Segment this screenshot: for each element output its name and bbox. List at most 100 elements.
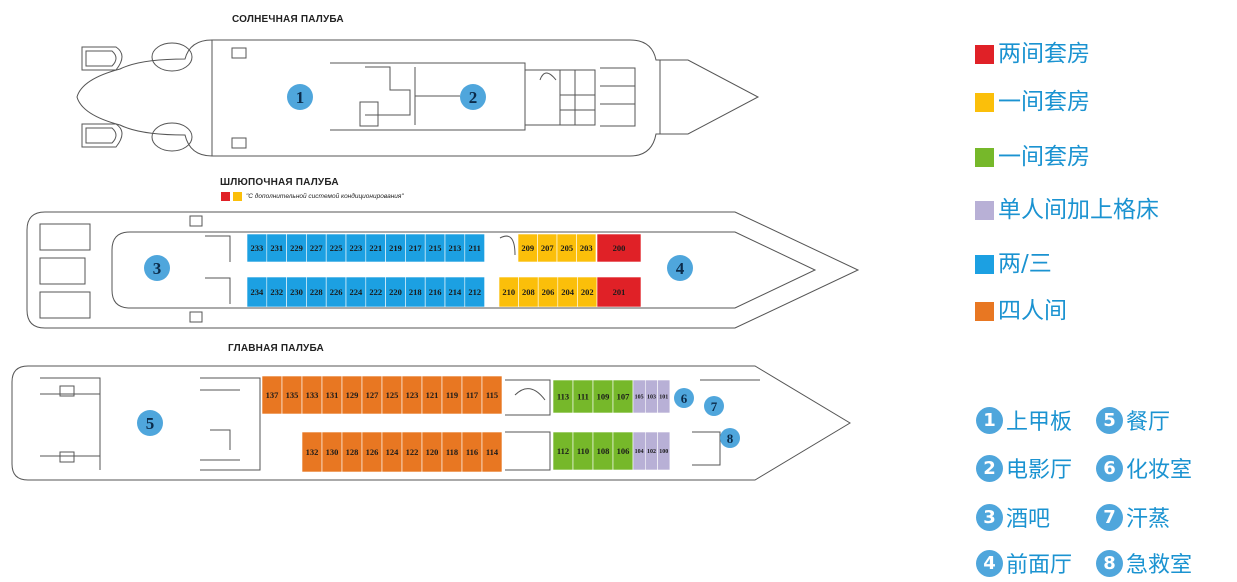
cabin-number: 125 bbox=[386, 390, 399, 400]
cabin-number: 104 bbox=[635, 449, 644, 455]
key-label: 汗蒸 bbox=[1126, 507, 1171, 532]
key-item-3: 3 酒吧 bbox=[976, 501, 1050, 533]
legend-swatch bbox=[975, 200, 994, 220]
key-badge: 8 bbox=[1096, 549, 1123, 577]
cabin-number: 137 bbox=[266, 390, 280, 400]
cabin-number: 132 bbox=[306, 447, 319, 457]
cabin-number: 117 bbox=[466, 390, 479, 400]
cabin-number: 113 bbox=[557, 391, 569, 401]
cabin-number: 230 bbox=[290, 287, 303, 297]
cabin-number: 211 bbox=[469, 243, 481, 253]
legend-swatch bbox=[975, 92, 994, 112]
cabin-number: 231 bbox=[270, 243, 283, 253]
cabin-number: 102 bbox=[647, 449, 656, 455]
cabin-number: 201 bbox=[613, 287, 626, 297]
cabin-number: 234 bbox=[251, 287, 265, 297]
key-item-7: 7 汗蒸 bbox=[1096, 501, 1170, 533]
boat-deck-hull bbox=[26, 211, 860, 329]
marker-number: 7 bbox=[711, 399, 718, 414]
boat-deck-superstructure bbox=[111, 231, 817, 309]
cabin-number: 212 bbox=[468, 287, 481, 297]
legend-item-quad: 四人间 bbox=[975, 297, 1067, 325]
marker-number: 1 bbox=[296, 88, 305, 107]
key-item-6: 6 化妆室 bbox=[1096, 452, 1192, 484]
marker-8 bbox=[720, 428, 740, 448]
cabin-number: 127 bbox=[366, 390, 380, 400]
cabin-number: 130 bbox=[326, 447, 339, 457]
note-red-swatch bbox=[221, 192, 230, 201]
cabin-number: 208 bbox=[522, 287, 535, 297]
cabin-number: 101 bbox=[659, 395, 668, 401]
cabin-number: 133 bbox=[306, 390, 319, 400]
legend-label: 两间套房 bbox=[998, 41, 1090, 67]
cabin-201 bbox=[596, 276, 642, 308]
key-badge: 2 bbox=[976, 454, 1003, 482]
cabin-number: 213 bbox=[449, 243, 462, 253]
cabin-number: 106 bbox=[617, 446, 630, 456]
cabin-number: 103 bbox=[647, 395, 656, 401]
cabin-number: 126 bbox=[366, 447, 379, 457]
cabin-number: 229 bbox=[290, 243, 303, 253]
cabin-number: 215 bbox=[429, 243, 442, 253]
sun-deck-hull bbox=[76, 39, 760, 157]
key-label: 前面厅 bbox=[1006, 553, 1073, 578]
legend-swatch bbox=[975, 254, 994, 274]
key-label: 上甲板 bbox=[1006, 410, 1073, 435]
cabin-number: 114 bbox=[486, 447, 499, 457]
cabin-number: 122 bbox=[406, 447, 419, 457]
cabin-number: 209 bbox=[521, 243, 534, 253]
marker-2 bbox=[460, 84, 486, 110]
legend-label: 一间套房 bbox=[998, 89, 1090, 115]
main-deck-hull bbox=[11, 365, 851, 481]
cabin-number: 224 bbox=[350, 287, 364, 297]
key-label: 酒吧 bbox=[1006, 507, 1051, 532]
cabin-number: 123 bbox=[406, 390, 419, 400]
sun-deck-title: СОЛНЕЧНАЯ ПАЛУБА bbox=[232, 14, 344, 25]
key-item-5: 5 餐厅 bbox=[1096, 404, 1170, 436]
cabin-number: 109 bbox=[597, 391, 610, 401]
cabin-number: 222 bbox=[369, 287, 382, 297]
cabin-number: 121 bbox=[426, 390, 439, 400]
marker-6 bbox=[674, 388, 694, 408]
cabin-number: 204 bbox=[561, 287, 575, 297]
air-conditioning-note: "С дополнительной системой кондициониров… bbox=[246, 193, 404, 200]
main-deck bbox=[11, 365, 851, 481]
cabin-115 bbox=[481, 375, 503, 415]
legend-item-single-upper-berth: 单人间加上格床 bbox=[975, 196, 1159, 224]
cabin-number: 107 bbox=[617, 391, 631, 401]
cabin-number: 120 bbox=[426, 447, 439, 457]
sun-deck bbox=[76, 39, 760, 157]
legend-label: 单人间加上格床 bbox=[998, 197, 1159, 223]
key-label: 急救室 bbox=[1126, 553, 1193, 578]
boat-deck-title: ШЛЮПОЧНАЯ ПАЛУБА bbox=[220, 177, 339, 188]
legend-swatch bbox=[975, 147, 994, 167]
marker-number: 5 bbox=[146, 414, 155, 433]
cabin-number: 129 bbox=[346, 390, 359, 400]
marker-3 bbox=[144, 255, 170, 281]
cabin-number: 219 bbox=[389, 243, 402, 253]
cabin-203 bbox=[576, 233, 597, 263]
key-badge: 3 bbox=[976, 503, 1003, 531]
key-label: 餐厅 bbox=[1126, 410, 1171, 435]
cabin-number: 227 bbox=[310, 243, 324, 253]
cabin-number: 205 bbox=[560, 243, 573, 253]
legend-item-double-triple: 两/三 bbox=[975, 250, 1052, 278]
cabin-number: 110 bbox=[577, 446, 589, 456]
main-deck-title: ГЛАВНАЯ ПАЛУБА bbox=[228, 343, 324, 354]
cabin-number: 115 bbox=[486, 390, 498, 400]
cabin-number: 200 bbox=[613, 243, 626, 253]
cabin-200 bbox=[596, 233, 642, 263]
cabin-number: 111 bbox=[577, 391, 589, 401]
marker-4 bbox=[667, 255, 693, 281]
note-yellow-swatch bbox=[233, 192, 242, 201]
cabin-number: 216 bbox=[429, 287, 442, 297]
marker-number: 8 bbox=[727, 431, 734, 446]
cabin-number: 202 bbox=[581, 287, 594, 297]
marker-5 bbox=[137, 410, 163, 436]
cabin-number: 225 bbox=[330, 243, 343, 253]
cabin-number: 220 bbox=[389, 287, 402, 297]
marker-number: 4 bbox=[676, 259, 685, 278]
marker-1 bbox=[287, 84, 313, 110]
cabin-number: 135 bbox=[286, 390, 299, 400]
legend-label: 四人间 bbox=[998, 298, 1067, 324]
